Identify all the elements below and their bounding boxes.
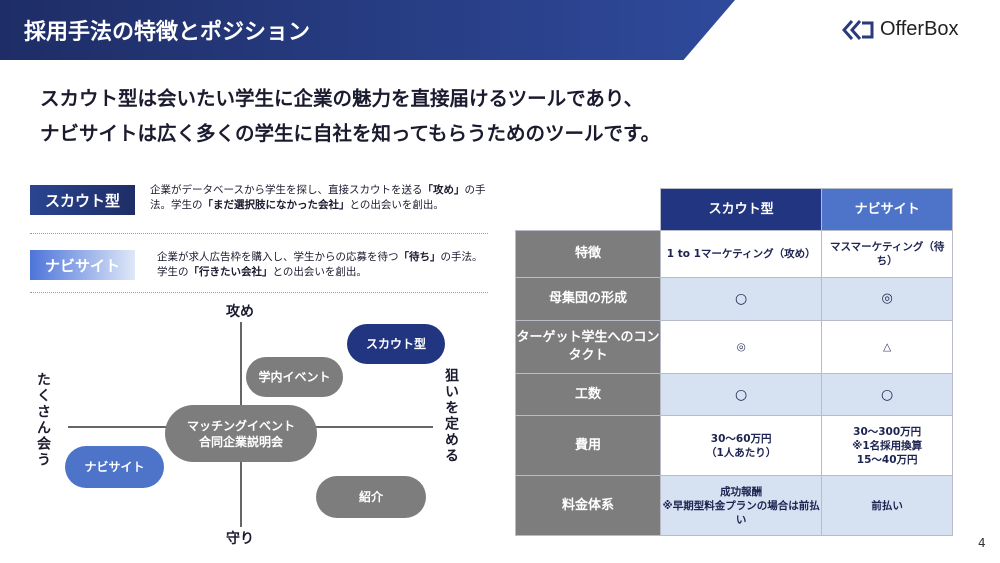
- subtitle-line-1: スカウト型は会いたい学生に企業の魅力を直接届けるツールであり、: [40, 87, 644, 110]
- divider: [30, 233, 488, 234]
- quadrant-campus-event: 学内イベント: [246, 357, 343, 397]
- quadrant-matching-event: マッチングイベント合同企業説明会: [165, 405, 317, 462]
- scout-tag: スカウト型: [30, 185, 135, 215]
- header-scout: スカウト型: [659, 188, 823, 231]
- page-number: 4: [978, 536, 986, 550]
- axis-label-right: 狙いを定める: [443, 368, 459, 464]
- navi-tag: ナビサイト: [30, 250, 135, 280]
- header-band: 採用手法の特徴とポジション: [0, 0, 735, 60]
- table-row: ターゲット学生へのコンタクト◎△: [515, 320, 953, 374]
- header-navi: ナビサイト: [821, 188, 953, 231]
- offerbox-logo: OfferBox: [842, 18, 959, 41]
- table-row: 母集団の形成○◎: [515, 277, 953, 321]
- axis-label-top: 攻め: [226, 304, 254, 320]
- quadrant-navi: ナビサイト: [65, 446, 164, 488]
- table-row: 料金体系成功報酬※早期型料金プランの場合は前払い前払い: [515, 475, 953, 536]
- quadrant-referral: 紹介: [316, 476, 426, 518]
- subtitle-line-2: ナビサイトは広く多くの学生に自社を知ってもらうためのツールです。: [40, 122, 661, 145]
- scout-description: 企業がデータベースから学生を探し、直接スカウトを送る「攻め」の手法。学生の「まだ…: [150, 184, 486, 211]
- quadrant-scout: スカウト型: [347, 324, 445, 364]
- axis-label-bottom: 守り: [226, 531, 254, 547]
- page-title: 採用手法の特徴とポジション: [24, 20, 311, 45]
- navi-description: 企業が求人広告枠を購入し、学生からの応募を待つ「待ち」の手法。学生の「行きたい会…: [157, 251, 483, 278]
- offerbox-logo-icon: [842, 19, 874, 40]
- table-row: 工数○○: [515, 373, 953, 416]
- divider: [30, 292, 488, 293]
- logo-text: OfferBox: [880, 18, 959, 40]
- axis-label-left: たくさん会う: [35, 372, 51, 468]
